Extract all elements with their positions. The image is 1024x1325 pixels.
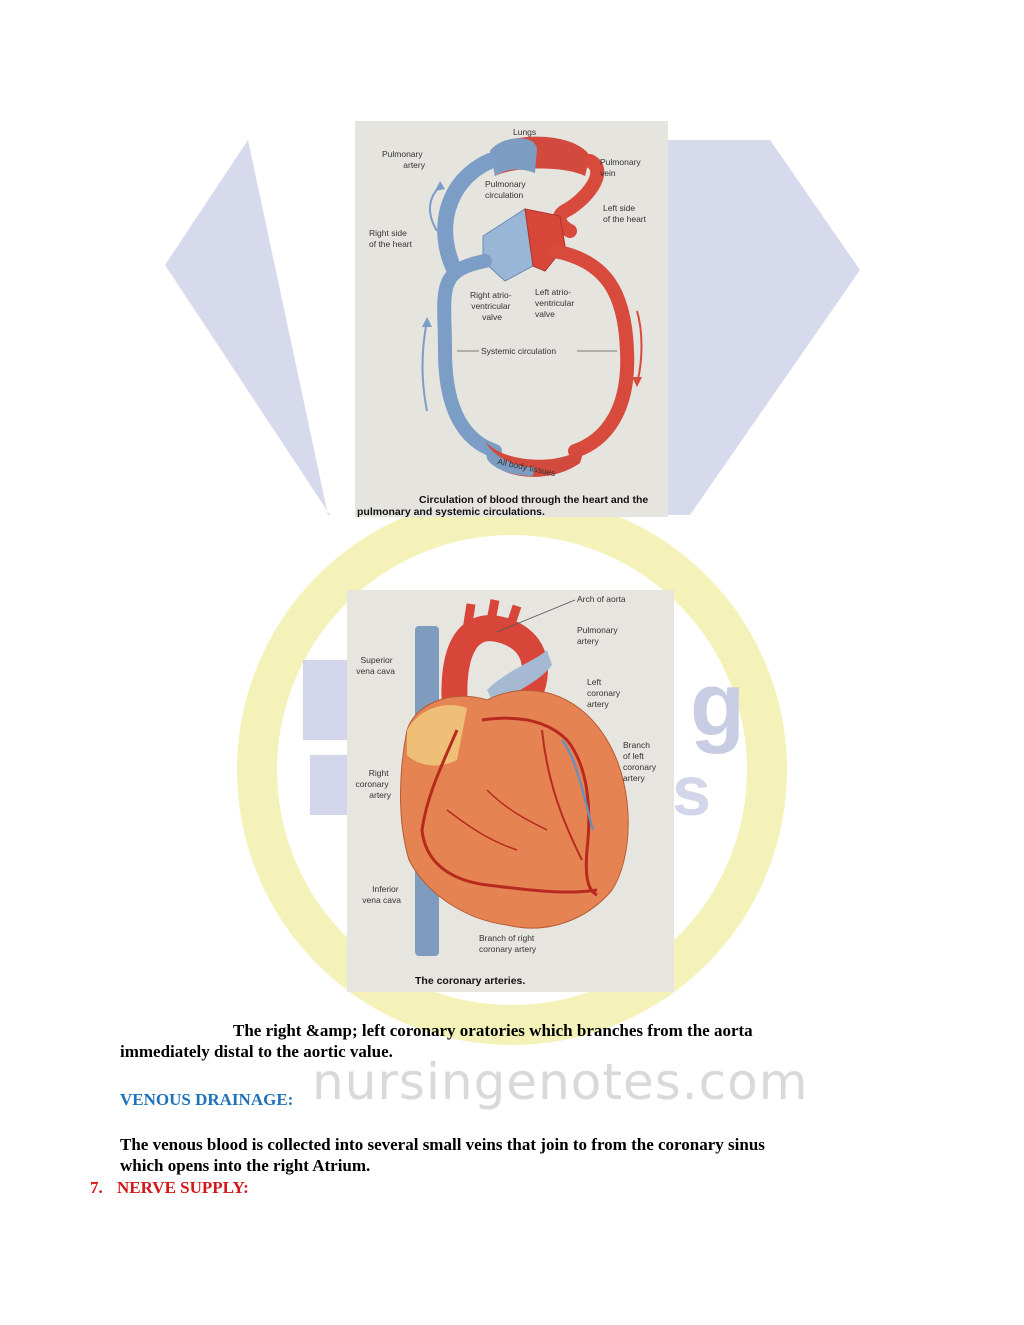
venous-paragraph-line2: which opens into the right Atrium.	[120, 1156, 371, 1175]
nerve-supply-heading: 7. NERVE SUPPLY:	[90, 1177, 249, 1198]
label-superior-vena-cava: Superior vena cava	[356, 655, 395, 676]
pulmonary-artery-vessel	[437, 153, 498, 279]
label-systemic-circulation: Systemic circulation	[481, 346, 556, 356]
label-left-side-heart: Left side of the heart	[603, 203, 647, 224]
watermark-letters-bottom: s	[672, 752, 711, 830]
venous-paragraph-line1: The venous blood is collected into sever…	[120, 1135, 765, 1154]
nerve-supply-heading-text: NERVE SUPPLY:	[117, 1178, 249, 1197]
label-left-av-valve: Left atrio- ventricular valve	[535, 287, 577, 319]
circulation-figure: Lungs Pulmonary artery Pulmonary vein Pu…	[355, 121, 668, 517]
coronary-arteries-figure: Arch of aorta Pulmonary artery Superior …	[347, 590, 674, 992]
label-branch-left-coronary: Branch of left coronary artery	[623, 740, 658, 783]
coronary-paragraph: The right &amp; left coronary oratories …	[120, 1020, 940, 1062]
venous-paragraph: The venous blood is collected into sever…	[120, 1134, 980, 1176]
watermark-shield-shape	[165, 140, 860, 515]
label-pulmonary-vein: Pulmonary vein	[600, 157, 643, 178]
left-coronary-artery-vessel	[481, 716, 598, 897]
label-pulmonary-artery-2: Pulmonary artery	[577, 625, 620, 646]
label-branch-right-coronary: Branch of right coronary artery	[479, 933, 537, 954]
venous-drainage-heading: VENOUS DRAINAGE:	[120, 1089, 293, 1110]
label-pulmonary-circulation: Pulmonary circulation	[485, 179, 528, 200]
systemic-artery-vessel	[548, 244, 635, 458]
right-coronary-artery-vessel	[420, 729, 598, 894]
coronary-paragraph-line1: The right &amp; left coronary oratories …	[233, 1021, 753, 1040]
label-inferior-vena-cava: Inferior vena cava	[362, 884, 401, 905]
label-right-coronary-artery: Right coronary artery	[356, 768, 392, 800]
coronary-paragraph-line2: immediately distal to the aortic value.	[120, 1042, 393, 1061]
label-left-coronary-artery: Left coronary artery	[587, 677, 622, 709]
venous-drainage-heading-text: VENOUS DRAINAGE:	[120, 1090, 294, 1109]
watermark-letters-top: g	[690, 655, 745, 755]
label-right-av-valve: Right atrio- ventricular valve	[470, 290, 514, 322]
nerve-supply-number: 7.	[90, 1178, 103, 1197]
pulmonary-vein-vessel	[552, 154, 605, 238]
label-lungs: Lungs	[513, 127, 536, 137]
figure1-caption: Circulation of blood through the heart a…	[357, 494, 651, 517]
watermark-url: nursingenotes.com	[312, 1053, 809, 1111]
systemic-vein-vessel	[437, 254, 502, 458]
label-arch-of-aorta: Arch of aorta	[577, 594, 626, 604]
figure2-caption: The coronary arteries.	[415, 975, 525, 987]
label-right-side-heart: Right side of the heart	[369, 228, 413, 249]
label-pulmonary-artery: Pulmonary artery	[382, 149, 426, 170]
